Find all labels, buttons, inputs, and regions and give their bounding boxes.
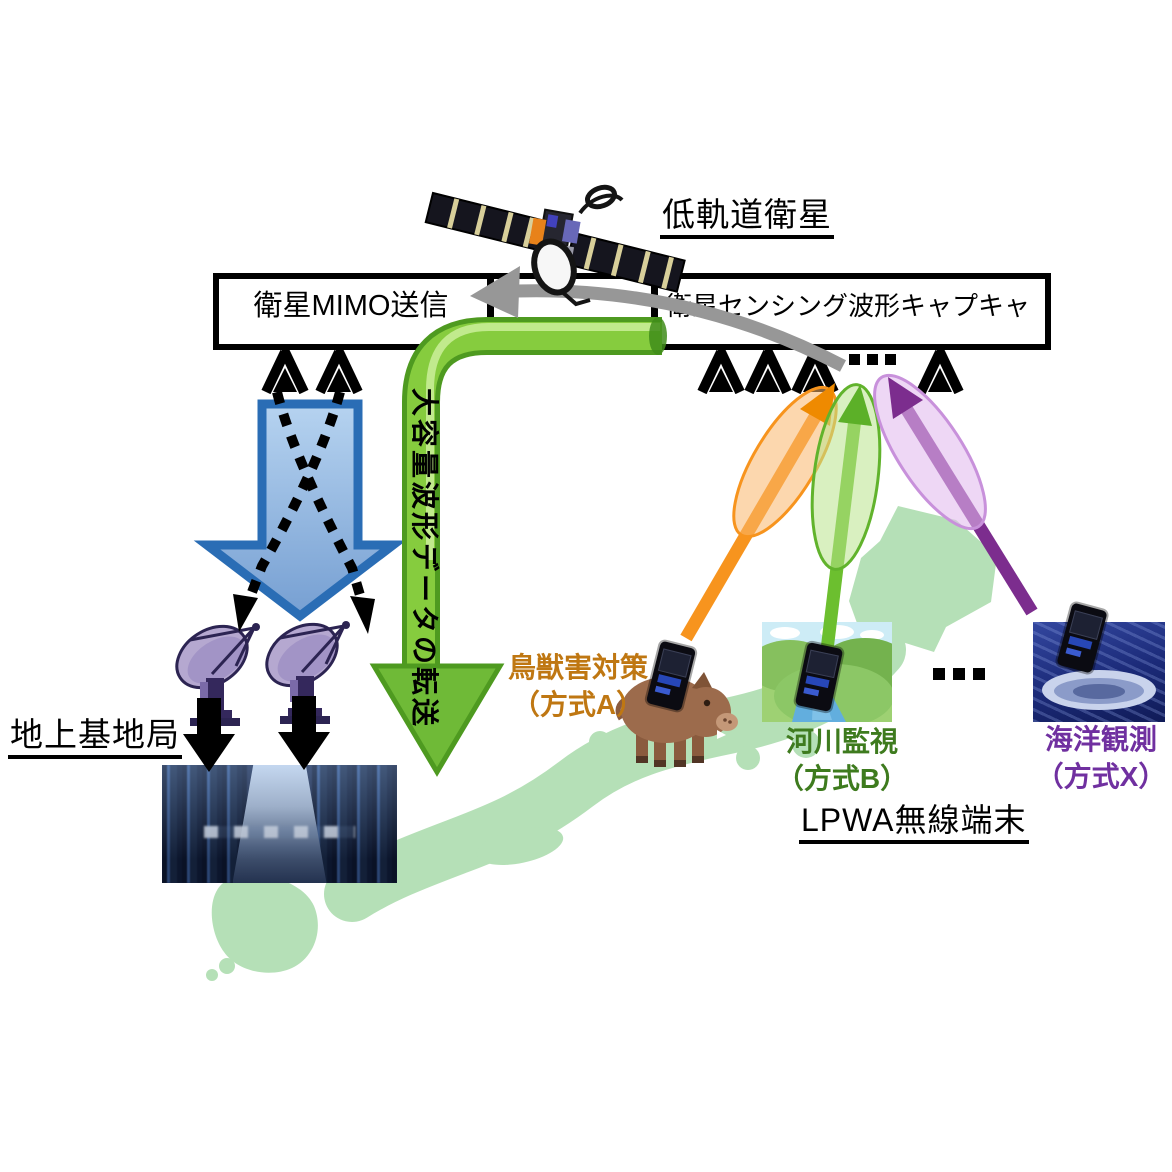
cloud xyxy=(770,627,800,639)
device-screen xyxy=(805,649,839,679)
river-scene-image xyxy=(762,622,892,722)
river-label-line1: 河川監視 xyxy=(785,726,898,757)
ocean-label: 海洋観測 （方式X） xyxy=(1010,722,1172,796)
ellipsis-dot xyxy=(867,354,878,365)
wildlife-label-line1: 鳥獣害対策 xyxy=(507,652,648,683)
buoy-base xyxy=(1072,684,1126,699)
wildlife-label: 鳥獣害対策 （方式A） xyxy=(488,650,668,724)
server-rack xyxy=(312,765,397,883)
antenna-icon xyxy=(916,344,964,394)
cloud xyxy=(820,625,854,639)
server-aisle xyxy=(232,765,327,883)
device-label xyxy=(805,675,830,689)
boar-icon xyxy=(615,672,738,767)
satellite-label: 低軌道衛星 xyxy=(660,196,834,239)
device-label xyxy=(1068,635,1093,650)
lpwa-device-icon xyxy=(645,640,697,712)
device-screen xyxy=(657,648,692,678)
server-sheen xyxy=(162,765,397,883)
device-label xyxy=(654,685,671,696)
ellipsis-dot xyxy=(953,668,965,680)
antenna-icon xyxy=(744,344,792,394)
box-label-mimo: 衛星MIMO送信 xyxy=(253,290,449,322)
device-screen xyxy=(1068,610,1103,640)
hill xyxy=(820,638,892,694)
ocean-waves xyxy=(1033,622,1165,722)
beam-green xyxy=(810,383,882,651)
ground-station-label: 地上基地局 xyxy=(8,716,182,759)
server-lights xyxy=(204,826,355,839)
beam-purple xyxy=(873,373,1038,616)
antenna-icon xyxy=(261,344,309,394)
device-label xyxy=(657,674,682,688)
device-label xyxy=(1065,647,1082,658)
transfer-arrow-label: 大容量波形データの転送 xyxy=(409,388,440,730)
hill xyxy=(774,664,892,722)
river-label: 河川監視 （方式B） xyxy=(756,724,928,798)
lpwa-terminal-label: LPWA無線端末 xyxy=(799,802,1029,844)
ocean-label-line2: （方式X） xyxy=(1035,760,1167,792)
dashed-arrowhead xyxy=(350,596,375,634)
ellipsis-dot xyxy=(973,668,985,680)
ellipsis-dot xyxy=(933,668,945,680)
device-label xyxy=(803,687,820,697)
box-divider-right xyxy=(651,273,658,344)
wildlife-label-line2: （方式A） xyxy=(511,688,645,720)
hill xyxy=(762,640,832,692)
buoy-splash-outer xyxy=(1042,670,1156,710)
downlink-arrow-black xyxy=(183,698,235,772)
downlink-arrow-black xyxy=(278,696,330,770)
lpwa-device-icon xyxy=(1056,602,1108,674)
server-room-image xyxy=(162,765,397,883)
river-label-line2: （方式B） xyxy=(775,762,909,794)
antenna-icon xyxy=(791,344,839,394)
box-label-sensing-capture: 衛星センシング波形キャプキャ xyxy=(665,291,1030,321)
river-water xyxy=(792,648,846,722)
dashed-arrowhead xyxy=(233,594,258,632)
box-divider-left xyxy=(487,273,494,344)
cloud xyxy=(860,630,884,640)
lpwa-device-icon xyxy=(794,641,844,713)
ellipsis-dot xyxy=(849,354,860,365)
satellite-dish-icon xyxy=(175,623,260,726)
ocean-label-line1: 海洋観測 xyxy=(1044,724,1157,755)
server-rack xyxy=(162,765,247,883)
buoy-splash-inner xyxy=(1054,678,1144,704)
sky xyxy=(762,622,892,652)
antenna-icon xyxy=(315,344,363,394)
beam-orange xyxy=(680,383,838,642)
satellite-dish-icon xyxy=(265,621,350,724)
satellite-processing-box xyxy=(213,273,1051,350)
ellipsis-dot xyxy=(885,354,896,365)
ocean-scene-image xyxy=(1033,622,1165,722)
antenna-icon xyxy=(697,344,745,394)
